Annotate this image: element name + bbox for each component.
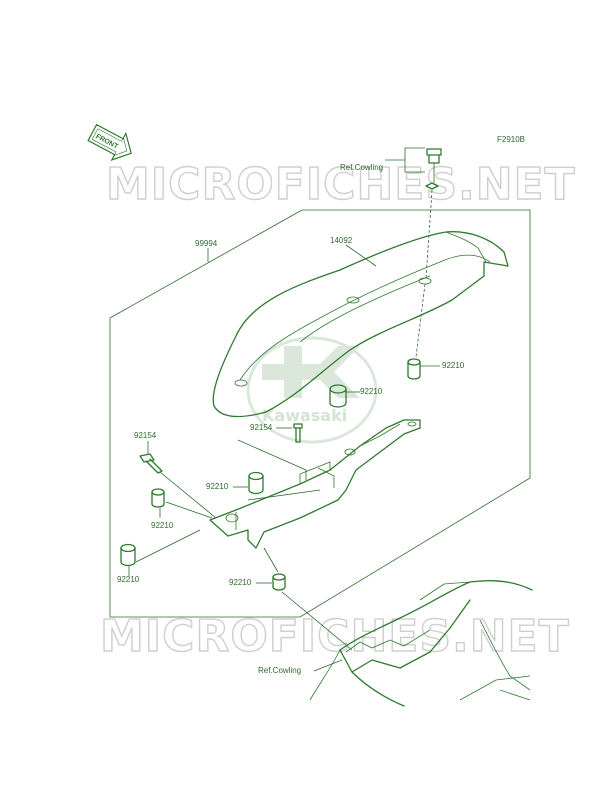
figure-code: F2910B [497,135,525,144]
label-14092: 14092 [330,236,353,245]
mounting-bracket [209,419,421,549]
ref-leader-top [409,147,425,173]
cowling-partial [309,580,533,707]
line-midleft-bracket [247,489,321,501]
grommet-92210-lowerleft [120,543,136,567]
front-arrow-icon: FRONT [87,123,132,162]
label-92210-b: 92210 [360,387,383,396]
line-to-bracket-upper [237,439,307,480]
seat-cover-14092 [212,231,509,418]
label-92210-a: 92210 [442,361,465,370]
grommet-92210-right [407,358,421,380]
ref-cowling-bottom-label: Ref.Cowling [258,666,301,675]
label-92210-c: 92210 [206,482,229,491]
watermark-top: MICROFICHES.NET [106,159,576,210]
bolt-92154-left [139,453,163,474]
grommet-92210-left [151,488,165,508]
top-bolt [425,148,442,190]
line-92210-lowerleft-bracket [135,529,201,563]
label-92154-b: 92154 [250,423,273,432]
label-92210-d: 92210 [151,521,174,530]
line-bracket-to-bottom-grommet [263,547,279,573]
leader-14092 [345,244,377,267]
grommet-92210-bottom [272,573,286,591]
label-92154-a: 92154 [134,431,157,440]
grommet-92210-midleft [248,471,264,495]
bolt-92154-center [293,423,303,443]
line-92210-left-bracket [165,501,213,519]
watermark-bottom: MICROFICHES.NET [100,611,570,662]
line-92154-to-bracket [159,471,217,519]
line-bottom-to-cowling [281,591,353,651]
logo-text: Kawasaki [262,406,347,425]
center-line-mid [415,283,426,358]
grommet-92210-center [329,384,347,408]
leader-ref-cowling-bottom [313,659,343,672]
label-92210-e: 92210 [117,575,140,584]
assembly-outline [109,209,531,618]
label-92210-f: 92210 [229,578,252,587]
ref-cowling-top-label: Ref.Cowling [340,163,383,172]
ref-bracket-top [385,147,409,173]
label-99994: 99994 [195,239,218,248]
